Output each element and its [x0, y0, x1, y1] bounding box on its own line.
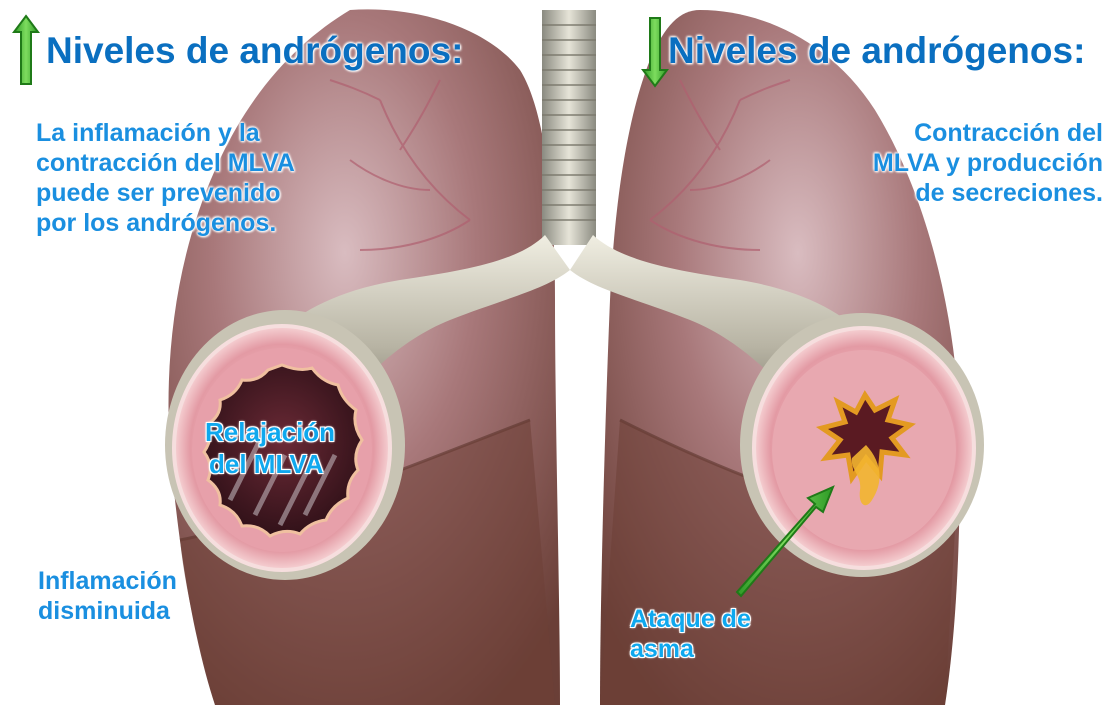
left-description-line: puede ser prevenido — [36, 178, 295, 208]
right-description-line: Contracción del — [873, 118, 1103, 148]
right-description-line: MLVA y producción — [873, 148, 1103, 178]
right-description-line: de secreciones. — [873, 178, 1103, 208]
right-airway-cross-section — [740, 313, 984, 577]
relaxation-label: Relajación del MLVA — [205, 416, 335, 480]
left-description-line: contracción del MLVA — [36, 148, 295, 178]
asthma-attack-label-line: asma — [630, 634, 751, 664]
arrow-up-icon — [14, 16, 38, 84]
asthma-attack-label: Ataque de asma — [630, 604, 751, 664]
asthma-attack-label-line: Ataque de — [630, 604, 751, 634]
relaxation-label-line: Relajación — [205, 416, 335, 448]
left-title: Niveles de andrógenos: — [46, 30, 463, 72]
right-title: Niveles de andrógenos: — [668, 30, 1085, 72]
left-description-line: por los andrógenos. — [36, 208, 295, 238]
inflammation-label-line: disminuida — [38, 596, 177, 626]
inflammation-label: Inflamación disminuida — [38, 566, 177, 626]
inflammation-label-line: Inflamación — [38, 566, 177, 596]
left-description: La inflamación y la contracción del MLVA… — [36, 118, 295, 238]
left-description-line: La inflamación y la — [36, 118, 295, 148]
trachea — [542, 10, 596, 245]
relaxation-label-line: del MLVA — [205, 448, 335, 480]
right-description: Contracción del MLVA y producción de sec… — [873, 118, 1103, 208]
